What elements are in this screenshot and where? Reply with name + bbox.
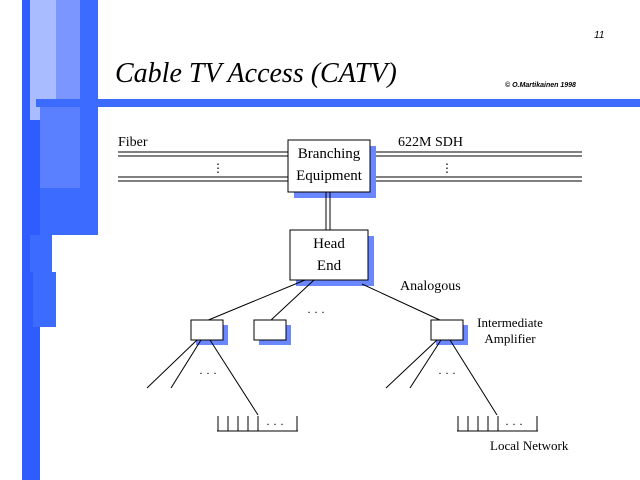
headend-label-line1: Head xyxy=(313,236,345,252)
amplifier-box-2 xyxy=(253,319,287,341)
headend-box xyxy=(289,229,369,281)
local-left-ellipsis: · · · xyxy=(266,417,284,431)
left-amplifier-fanout xyxy=(146,339,259,416)
branching-label-line1: Branching xyxy=(297,146,361,162)
branch-to-headend-link xyxy=(325,192,331,230)
fiber-right-vertical-ellipsis: ⋮ xyxy=(441,161,453,175)
amplifier-box-1 xyxy=(190,319,224,341)
page-number: 11 xyxy=(594,30,605,41)
amplifier-row-ellipsis: · · · xyxy=(307,305,325,319)
right-fanout-ellipsis: · · · xyxy=(438,366,456,380)
right-amplifier-fanout xyxy=(385,339,498,416)
branching-equipment-label: Branching Equipment xyxy=(288,143,370,187)
local-network-label: Local Network xyxy=(490,438,569,453)
fiber-label: Fiber xyxy=(118,135,148,150)
fiber-line-bottom xyxy=(118,176,582,182)
local-right-ellipsis: · · · xyxy=(505,417,523,431)
copyright: © O.Martikainen 1998 xyxy=(505,82,576,89)
amplifier-label-line1: Intermediate xyxy=(477,315,543,330)
deco-bar-7 xyxy=(40,105,80,188)
local-network-right xyxy=(457,416,538,432)
branching-box xyxy=(287,139,371,193)
left-fanout-ellipsis: · · · xyxy=(199,366,217,380)
branching-label-line2: Equipment xyxy=(296,168,362,184)
amplifier-label: Intermediate Amplifier xyxy=(471,315,549,347)
headend-label: Head End xyxy=(290,233,368,277)
fiber-left-vertical-ellipsis: ⋮ xyxy=(212,161,224,175)
fiber-line-top xyxy=(118,151,582,157)
amplifier-box-3 xyxy=(430,319,464,341)
deco-bar-6 xyxy=(33,272,56,327)
deco-bar-5 xyxy=(30,235,52,272)
local-network-left xyxy=(217,416,298,432)
headend-label-line2: End xyxy=(316,258,342,274)
amplifier-label-line2: Amplifier xyxy=(484,331,536,346)
sdh-label: 622M SDH xyxy=(398,135,463,150)
title-underline xyxy=(36,99,640,107)
headend-distribution-lines xyxy=(205,279,443,322)
analogous-label: Analogous xyxy=(400,279,461,294)
slide-title: Cable TV Access (CATV) xyxy=(115,58,397,89)
